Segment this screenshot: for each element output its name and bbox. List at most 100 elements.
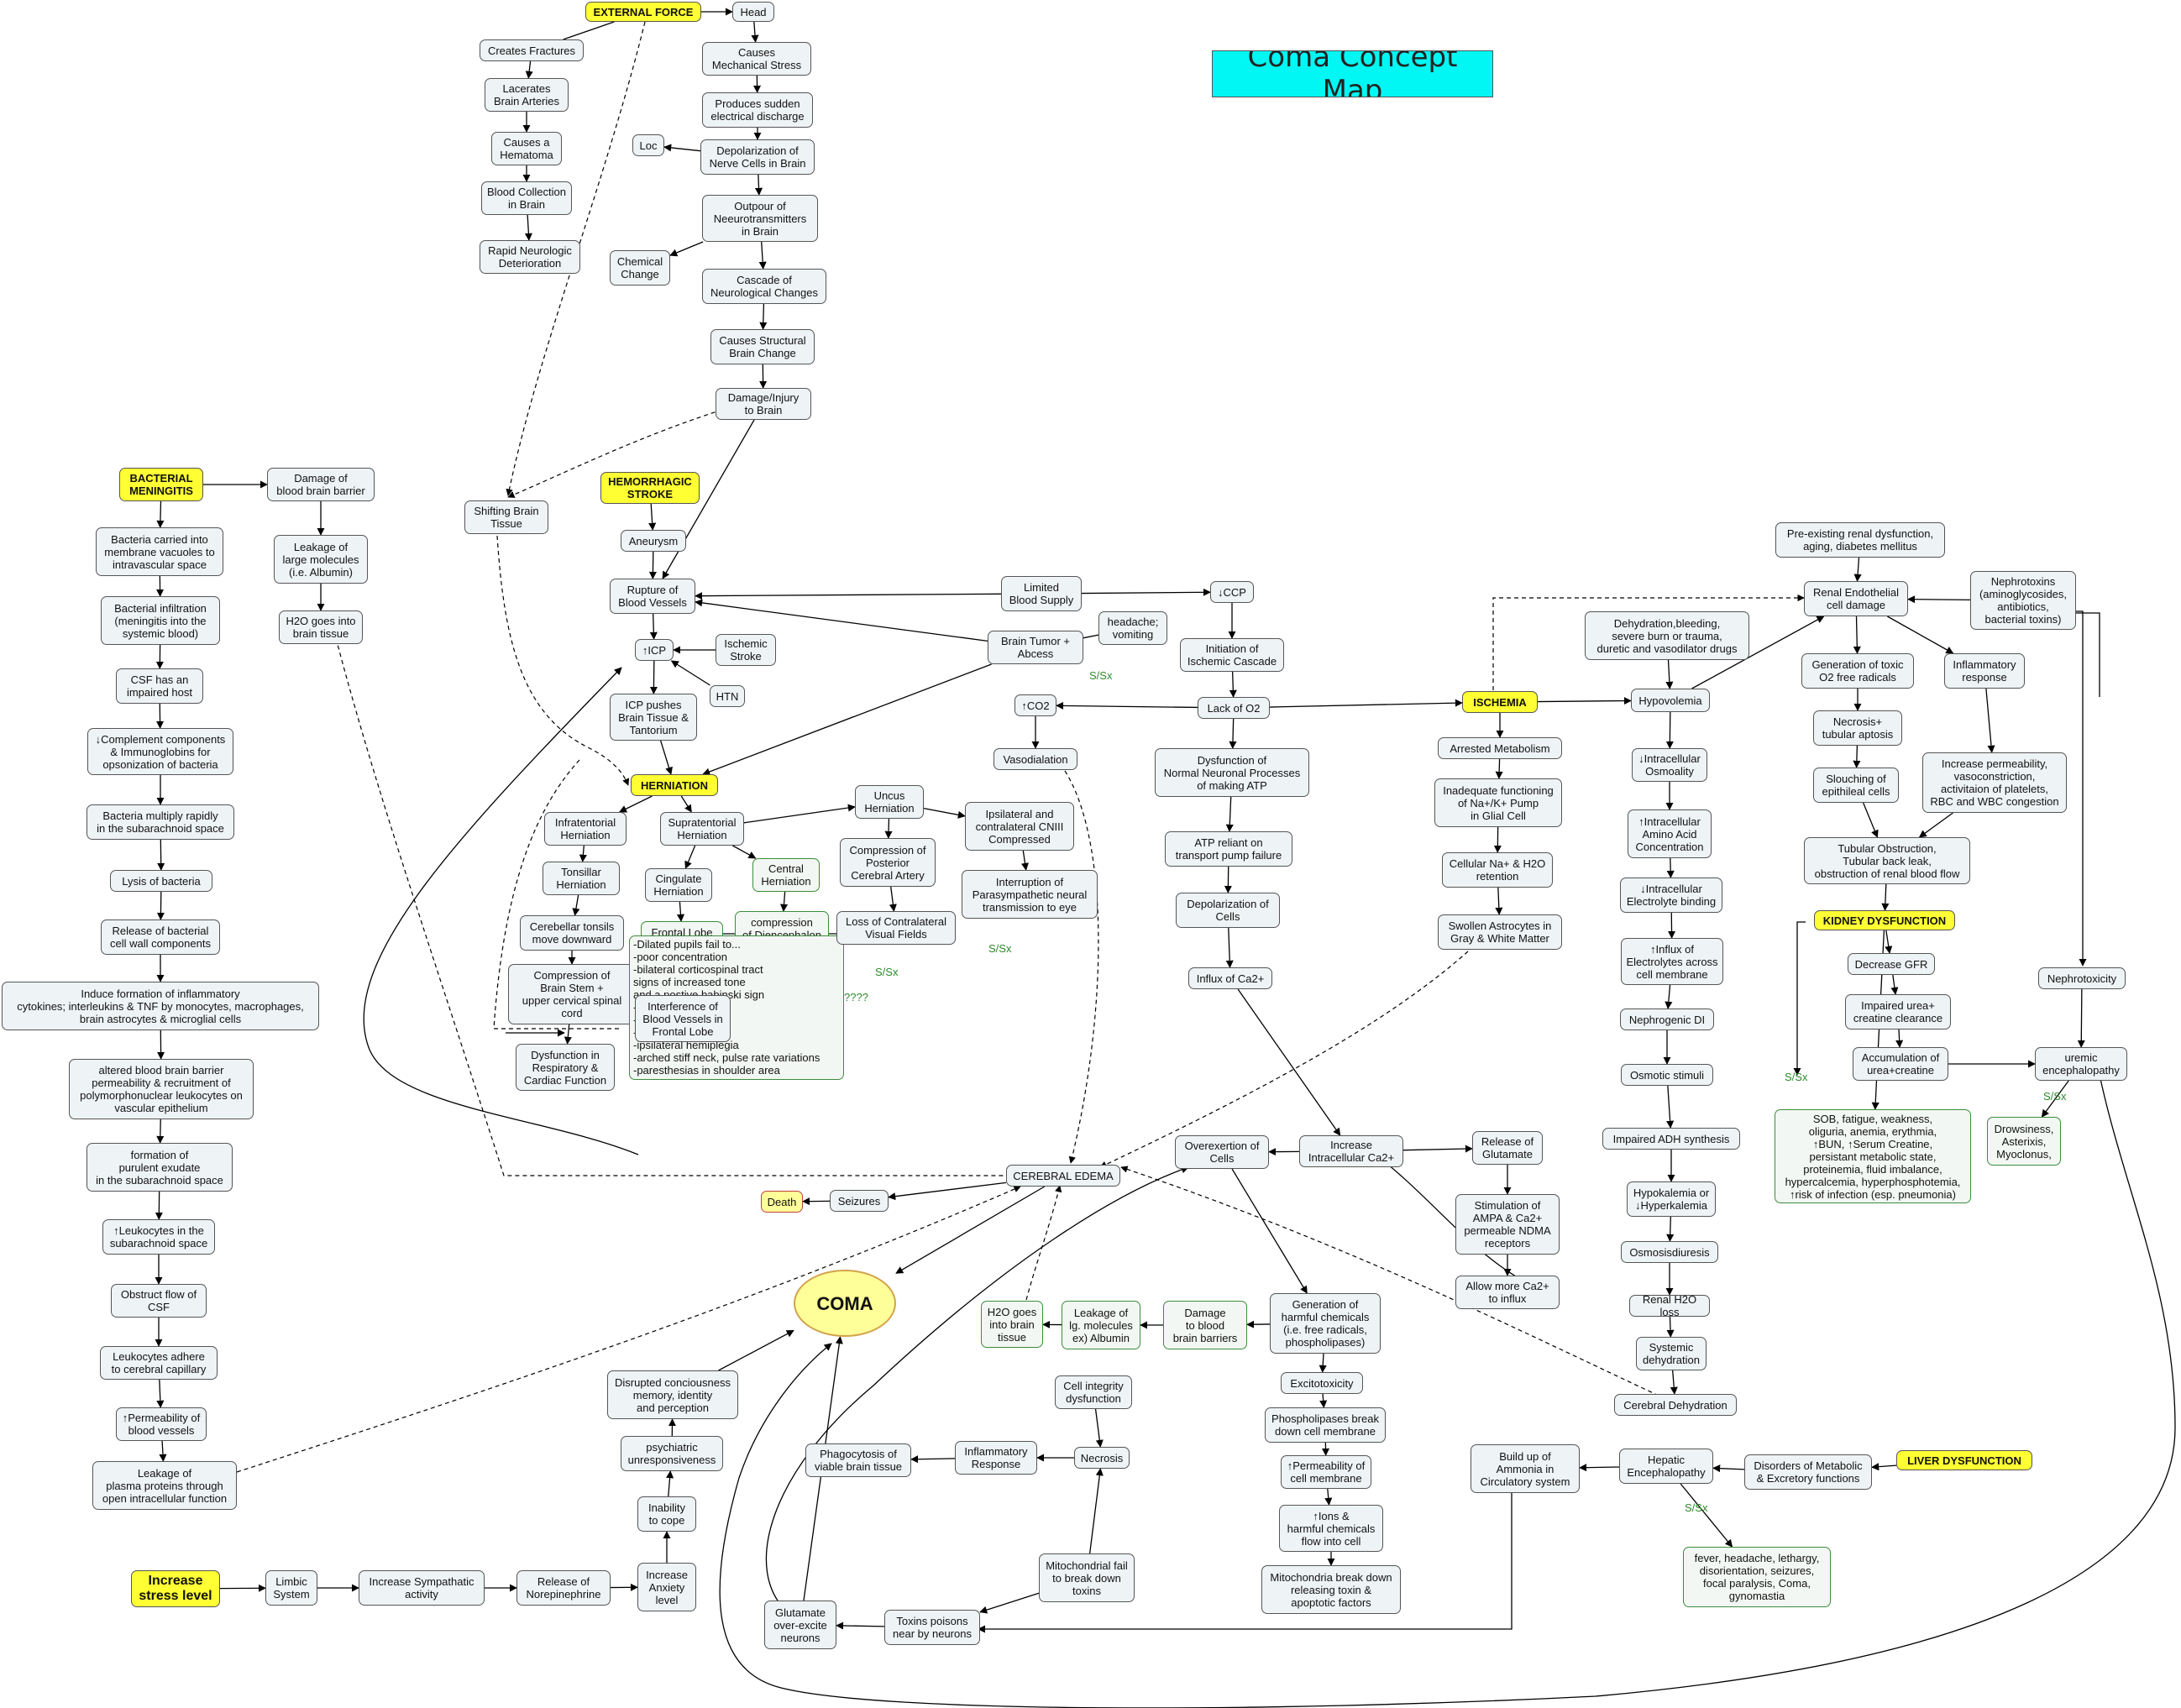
- node-headache: headache; vomiting: [1098, 611, 1167, 645]
- node-death: Death: [761, 1191, 803, 1213]
- dashed-edge: [493, 759, 580, 1030]
- node-shifting-tissue: Shifting Brain Tissue: [464, 500, 548, 534]
- edge-cingulate-to-frontal-lobe: [676, 901, 685, 922]
- node-ipsilateral-cn3: Ipsilateral and contralateral CNIII Comp…: [965, 802, 1074, 851]
- node-increase-perm: Increase permeability, vasoconstriction,…: [1922, 752, 2067, 813]
- node-inflammatory-response2: Inflammatory response: [1944, 653, 2025, 689]
- edge-cerebral-edema-to-coma: [895, 1186, 1046, 1274]
- node-glutamate-excite: Glutamate over-excite neurons: [764, 1601, 836, 1649]
- edge-icp-pushes-to-herniation: [660, 740, 673, 775]
- node-dysfunction-atp: Dysfunction of Normal Neuronal Processes…: [1155, 748, 1309, 797]
- node-atp-reliant: ATP reliant on transport pump failure: [1165, 831, 1292, 867]
- node-increase-intra-ca: Increase Intracellular Ca2+: [1299, 1135, 1403, 1167]
- node-osmotic: Osmotic stimuli: [1621, 1064, 1713, 1086]
- node-infratentorial: Infratentorial Herniation: [544, 812, 627, 846]
- node-toxic-o2: Generation of toxic O2 free radicals: [1801, 653, 1914, 689]
- node-cerebellar-tonsils: Cerebellar tonsils move downward: [520, 915, 624, 951]
- edge-renal-endothelial-to-inflammatory-response2: [1887, 616, 1954, 654]
- node-depolarization-cells: Depolarization of Cells: [1176, 893, 1280, 928]
- node-damage-injury: Damage/Injury to Brain: [716, 388, 811, 420]
- node-hypokalemia: Hypokalemia or ↓Hyperkalemia: [1627, 1181, 1716, 1217]
- node-impaired-urea: Impaired urea+ creatine clearance: [1845, 994, 1951, 1030]
- unknown-label: ????: [844, 991, 868, 1003]
- node-leakage-lg: Leakage of lg. molecules ex) Albumin: [1062, 1301, 1140, 1349]
- edge-tubular-obstruction-to-kidney-dysfunction: [1881, 883, 1890, 911]
- dashed-edge: [335, 637, 1008, 1176]
- node-supratentorial: Supratentorial Herniation: [660, 812, 744, 846]
- node-intra-osmo: ↓Intracellular Osmoality: [1632, 748, 1707, 782]
- edge-lack-o2-to-co2: [1056, 701, 1198, 710]
- edge-decrease-gfr-to-impaired-urea: [1890, 974, 1899, 995]
- node-impaired-adh: Impaired ADH synthesis: [1602, 1128, 1740, 1150]
- sx-label: S/Sx: [1685, 1501, 1708, 1514]
- edge-cascade-neuro-to-structural-change: [759, 303, 768, 330]
- edge-outpour-nt-to-chemical-change: [669, 241, 704, 257]
- edge-increase-perm-to-tubular-obstruction: [1918, 812, 1953, 838]
- node-release-glutamate: Release of Glutamate: [1472, 1131, 1543, 1165]
- node-nephrotoxicity: Nephrotoxicity: [2038, 967, 2126, 989]
- node-intra-amino: ↑Intracellular Amino Acid Concentration: [1628, 809, 1712, 858]
- edge-arrested-metabolism-to-inadequate-pump: [1495, 758, 1503, 779]
- curve-edge: [2074, 612, 2100, 697]
- node-aneurysm: Aneurysm: [621, 530, 686, 552]
- node-altered-bbb: altered blood brain barrier permeability…: [69, 1059, 254, 1119]
- node-interruption-para: Interruption of Parasympathetic neural t…: [962, 870, 1098, 919]
- curve-edge: [1793, 921, 1806, 1076]
- node-h2o-brain2: H2O goes into brain tissue: [981, 1301, 1043, 1348]
- node-external-force: EXTERNAL FORCE: [585, 2, 701, 22]
- node-ischemic-cascade: Initiation of Ischemic Cascade: [1180, 638, 1284, 672]
- node-preexisting: Pre-existing renal dysfunction, aging, d…: [1775, 522, 1945, 558]
- sx-label: S/Sx: [2043, 1090, 2067, 1103]
- node-arrested-metabolism: Arrested Metabolism: [1438, 737, 1562, 759]
- node-psychiatric: psychiatric unresponsiveness: [621, 1436, 723, 1471]
- node-leakage-large: Leakage of large molecules (i.e. Albumin…: [274, 535, 368, 584]
- edge-depolarization-nerve-to-loc: [663, 144, 701, 152]
- node-dehydration-bleeding: Dehydration,bleeding, severe burn or tra…: [1585, 611, 1749, 660]
- node-phospholipases: Phospholipases break down cell membrane: [1265, 1407, 1386, 1443]
- node-decrease-gfr: Decrease GFR: [1848, 953, 1935, 975]
- node-depolarization-nerve: Depolarization of Nerve Cells in Brain: [700, 139, 815, 175]
- edge-ischemia-to-hypovolemia: [1537, 696, 1632, 705]
- node-brain-tumor: Brain Tumor + Abcess: [988, 631, 1083, 664]
- edge-limited-blood-to-dccp: [1081, 588, 1211, 596]
- sx-label: S/Sx: [1089, 669, 1113, 682]
- node-allow-ca: Allow more Ca2+ to influx: [1455, 1276, 1560, 1309]
- node-fever: fever, headache, lethargy, disorientatio…: [1683, 1547, 1831, 1607]
- edge-head-to-causes-mech-stress: [751, 21, 759, 43]
- node-bacterial-meningitis: BACTERIAL MENINGITIS: [119, 468, 203, 501]
- node-mito-fail: Mitochondrial fail to break down toxins: [1039, 1553, 1135, 1602]
- node-permeability-vessels: ↑Permeability of blood vessels: [116, 1407, 207, 1441]
- edge-supratentorial-to-uncus: [743, 804, 856, 824]
- node-ischemia: ISCHEMIA: [1462, 691, 1538, 713]
- node-inadequate-pump: Inadequate functioning of Na+/K+ Pump in…: [1434, 778, 1562, 827]
- node-uncus: Uncus Herniation: [855, 785, 924, 819]
- node-cellular-na: Cellular Na+ & H2O retention: [1442, 852, 1553, 888]
- curve-edge: [363, 667, 639, 1155]
- edge-disrupted-to-coma: [718, 1329, 794, 1371]
- edge-lack-o2-to-ischemia: [1269, 699, 1463, 708]
- curve-edge: [2074, 610, 2087, 967]
- curve-edge: [765, 1166, 1189, 1615]
- node-toxins-poison: Toxins poisons near by neurons: [884, 1610, 980, 1645]
- node-central-herniation: Central Herniation: [752, 858, 820, 892]
- edge-brain-tumor-to-herniation: [702, 663, 992, 776]
- node-bacteria-multiply: Bacteria multiply rapidly in the subarac…: [87, 804, 234, 840]
- node-limited-blood: Limited Blood Supply: [1001, 576, 1082, 611]
- node-increase-anxiety: Increase Anxiety level: [637, 1563, 696, 1611]
- edge-toxins-poison-to-glutamate-excite: [836, 1622, 885, 1630]
- edge-overexertion-to-generation-chem: [1231, 1168, 1308, 1294]
- node-liver-dysfunction: LIVER DYSFUNCTION: [1896, 1450, 2032, 1470]
- dashed-edge: [1099, 951, 1469, 1168]
- node-ammonia: Build up of Ammonia in Circulatory syste…: [1471, 1444, 1580, 1493]
- node-outpour-nt: Outpour of Neeurotransmitters in Brain: [702, 195, 818, 242]
- node-slouching: Slouching of epithileal cells: [1813, 768, 1899, 803]
- node-co2: ↑CO2: [1014, 694, 1056, 716]
- node-head: Head: [732, 2, 774, 22]
- edge-influx-electrolytes-to-nephrogenic: [1665, 984, 1673, 1009]
- node-stimulation-ampa: Stimulation of AMPA & Ca2+ permeable NDM…: [1455, 1194, 1560, 1255]
- node-compression-pca: Compression of Posterior Cerebral Artery: [840, 838, 936, 887]
- edge-limited-blood-to-rupture-vessels: [695, 592, 1002, 600]
- node-renal-h2o: Renal H2O loss: [1629, 1295, 1710, 1317]
- edge-excitotoxicity-to-phospholipases: [1319, 1393, 1328, 1408]
- node-cerebral-edema: CEREBRAL EDEMA: [1006, 1165, 1120, 1187]
